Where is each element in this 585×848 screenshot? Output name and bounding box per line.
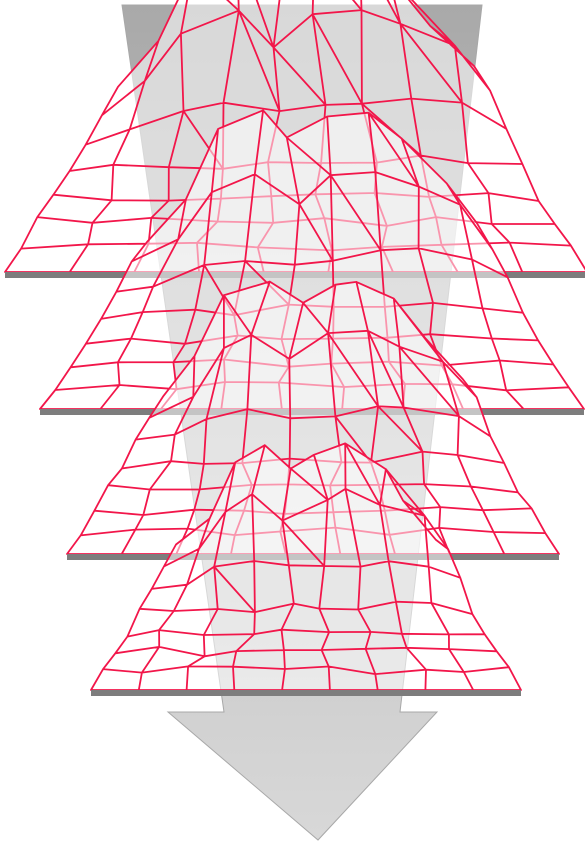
- plate-edge: [91, 690, 521, 696]
- mesh-layers: [5, 0, 585, 696]
